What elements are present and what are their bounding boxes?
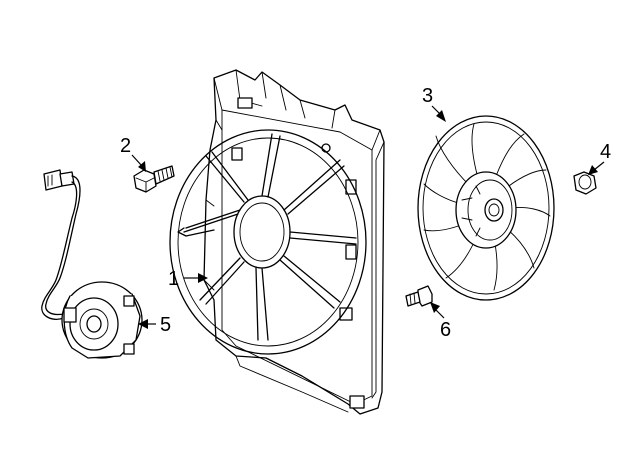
arrowhead-1	[198, 273, 208, 283]
arrowhead-3	[436, 110, 446, 122]
callout-label-2: 2	[120, 135, 131, 157]
callout-2: 2	[120, 135, 146, 172]
callout-label-1: 1	[168, 268, 179, 290]
arrowhead-6	[430, 302, 440, 313]
callout-1: 1	[168, 268, 208, 290]
fan-blade[interactable]	[417, 115, 555, 301]
callout-3: 3	[422, 85, 446, 122]
callout-label-5: 5	[160, 314, 171, 336]
callout-label-6: 6	[440, 319, 451, 341]
leader-line-2	[131, 154, 143, 167]
callout-label-4: 4	[600, 141, 611, 163]
leader-line-4	[593, 161, 605, 171]
callout-4: 4	[588, 141, 611, 175]
arrowhead-5	[138, 319, 148, 329]
callout-5: 5	[138, 314, 171, 336]
motor-screw[interactable]	[405, 285, 433, 307]
arrowhead-2	[138, 161, 146, 172]
shroud-bolt[interactable]	[133, 165, 175, 193]
fan-shroud[interactable]	[169, 69, 385, 415]
fan-motor[interactable]	[41, 169, 143, 359]
fan-nut[interactable]	[573, 171, 597, 195]
callout-6: 6	[430, 302, 451, 341]
callout-label-3: 3	[422, 85, 433, 107]
leader-line-3	[431, 105, 441, 115]
arrowhead-4	[588, 165, 598, 175]
